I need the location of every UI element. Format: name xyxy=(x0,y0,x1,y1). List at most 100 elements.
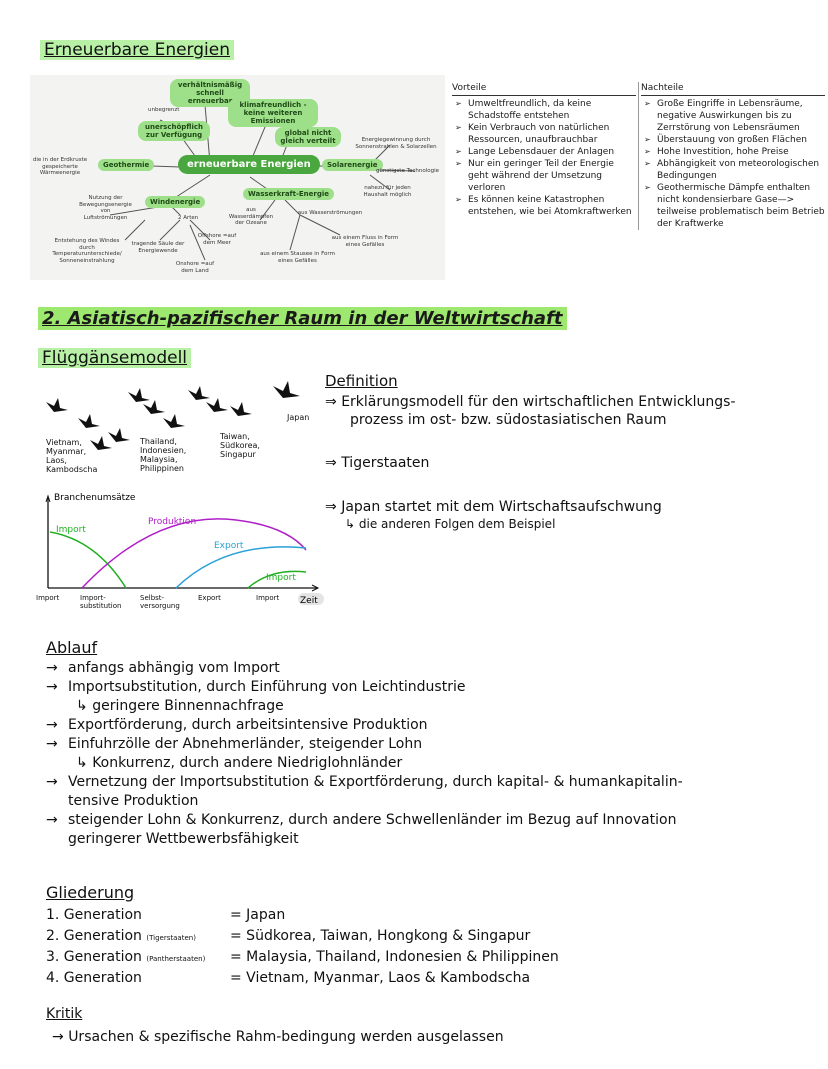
ablauf-heading: Ablauf xyxy=(46,638,98,657)
node-wasser: Wasserkraft-Energie xyxy=(243,188,334,200)
con-item: Geothermische Dämpfe enthalten nicht kon… xyxy=(644,182,825,230)
node-unerschoepflich: unerschöpflich zur Verfügung xyxy=(138,121,210,141)
arrow-icon: → xyxy=(46,812,58,828)
series-line xyxy=(247,570,307,589)
txt-haushalt: nahezu für jeden Haushalt möglich xyxy=(363,185,412,198)
renewable-mindmap: erneuerbare Energien verhältnismäßig sch… xyxy=(30,75,445,280)
tick-label: Selbst-versorgung xyxy=(140,594,180,610)
x-axis-label: Zeit xyxy=(300,596,318,606)
arrow-icon: → xyxy=(46,660,58,676)
return-arrow-icon: ↳ xyxy=(345,517,359,531)
series-label: Import xyxy=(56,525,86,535)
node-klima: klimafreundlich - keine weiteren Emissio… xyxy=(228,99,318,127)
arrow-icon: ⇒ xyxy=(325,394,342,410)
ablauf-line: →Exportförderung, durch arbeitsintensive… xyxy=(46,717,428,733)
gliederung-heading: Gliederung xyxy=(46,883,135,902)
tigerstaaten-line: ⇒ Tigerstaaten xyxy=(325,455,430,471)
japan-line: ⇒ Japan startet mit dem Wirtschaftsaufsc… xyxy=(325,499,662,515)
arrow-icon: → xyxy=(52,1029,69,1045)
pro-item: Nur ein geringer Teil der Energie geht w… xyxy=(455,158,636,194)
txt-saeule: tragende Säule der Energiewende xyxy=(131,241,185,254)
pro-item: Umweltfreundlich, da keine Schadstoffe e… xyxy=(455,98,636,122)
kritik-heading: Kritik xyxy=(46,1006,83,1022)
japan-followers-line: ↳ die anderen Folgen dem Beispiel xyxy=(345,517,556,531)
y-axis-arrow xyxy=(45,494,51,503)
geese-group-1: Japan xyxy=(287,413,310,422)
txt-guenstigste: günstigste Technologie xyxy=(375,168,440,174)
mindmap-center: erneuerbare Energien xyxy=(178,155,320,174)
con-item: Große Eingriffe in Lebensräume, negative… xyxy=(644,98,825,134)
con-item: Hohe Investition, hohe Preise xyxy=(644,146,825,158)
txt-sonnenstrahlen: Energiegewinnung durch Sonnenstrahlen & … xyxy=(355,137,437,150)
node-global: global nicht gleich verteilt xyxy=(275,127,341,147)
series-label: Produktion xyxy=(148,517,196,527)
ablauf-line: →Einfuhrzölle der Abnehmerländer, steige… xyxy=(46,736,423,752)
generation-row: 1. Generation = Japan xyxy=(46,907,286,923)
node-geothermie: Geothermie xyxy=(98,159,155,171)
generation-row: 2. Generation (Tigerstaaten)= Südkorea, … xyxy=(46,928,531,944)
definition-line-1: ⇒ Erklärungsmodell für den wirtschaftlic… xyxy=(325,394,736,410)
geese-group-2: Taiwan, Südkorea, Singapur xyxy=(220,432,260,459)
arrow-icon: → xyxy=(46,679,58,695)
txt-onshore: Onshore =auf dem Land xyxy=(175,261,215,274)
txt-stausee: aus einem Stausee in Form eines Gefälles xyxy=(260,251,335,264)
tick-label: Import-substitution xyxy=(80,594,121,610)
con-item: Überstauung von großen Flächen xyxy=(644,134,825,146)
arrow-icon: → xyxy=(46,717,58,733)
series-label: Export xyxy=(214,541,244,551)
ablauf-list: →anfangs abhängig vom Import →Importsubs… xyxy=(46,659,683,849)
renewable-title: Erneuerbare Energien xyxy=(40,40,234,60)
arrow-icon: ⇒ xyxy=(325,499,342,515)
asia-section-title: 2. Asiatisch-pazifischer Raum in der Wel… xyxy=(38,307,567,330)
tick-label: Import xyxy=(36,594,59,602)
txt-wasserdaempfe: aus Wasserdämpfen der Ozeane xyxy=(228,207,274,226)
node-wind: Windenergie xyxy=(145,196,206,208)
ablauf-line: →steigender Lohn & Konkurrenz, durch and… xyxy=(46,812,677,828)
flug-title: Flüggänsemodell xyxy=(38,348,192,368)
tick-label: Import xyxy=(256,594,279,602)
pro-item: Lange Lebensdauer der Anlagen xyxy=(455,146,636,158)
generation-row: 4. Generation = Vietnam, Myanmar, Laos &… xyxy=(46,970,531,986)
node-solar: Solarenergie xyxy=(322,159,383,171)
cons-column: Nachteile Große Eingriffe in Lebensräume… xyxy=(638,82,825,230)
arrow-icon: ⇒ xyxy=(325,455,342,471)
series-label: Import xyxy=(266,573,296,583)
txt-zwei-arten: 2 Arten xyxy=(178,215,199,221)
pro-item: Es können keine Katastrophen entstehen, … xyxy=(455,194,636,218)
gliederung-list: 1. Generation = Japan 2. Generation (Tig… xyxy=(46,906,559,990)
txt-erdkruste: die in der Erdkruste gespeicherte Wärmee… xyxy=(32,157,88,176)
ablauf-line: geringerer Wettbewerbsfähigkeit xyxy=(68,831,299,847)
ablauf-line: ↳ geringere Binnennachfrage xyxy=(76,698,284,714)
txt-entstehung: Entstehung des Windes durch Temperaturun… xyxy=(52,238,122,264)
ablauf-line: ↳ Konkurrenz, durch andere Niedriglohnlä… xyxy=(76,755,403,771)
txt-offshore: Offshore =auf dem Meer xyxy=(197,233,237,246)
ablauf-line: →anfangs abhängig vom Import xyxy=(46,660,280,676)
ablauf-line: tensive Produktion xyxy=(68,793,199,809)
pros-header: Vorteile xyxy=(452,82,636,96)
definition-line-2: prozess im ost- bzw. südostasiatischen R… xyxy=(350,412,667,428)
definition-heading: Definition xyxy=(325,372,398,390)
series-line xyxy=(81,518,307,589)
series-line xyxy=(175,546,307,589)
cons-header: Nachteile xyxy=(641,82,825,96)
txt-fluss: aus einem Fluss in Form eines Gefälles xyxy=(331,235,399,248)
ablauf-line: →Vernetzung der Importsubstitution & Exp… xyxy=(46,774,683,790)
kritik-line: → Ursachen & spezifische Rahm-bedingung … xyxy=(52,1029,504,1045)
pro-item: Kein Verbrauch von natürlichen Ressource… xyxy=(455,122,636,146)
geese-group-3: Thailand, Indonesien, Malaysia, Philippi… xyxy=(140,437,187,473)
series-line xyxy=(49,531,127,589)
geese-illustration xyxy=(46,381,300,450)
return-arrow-icon: ↳ xyxy=(76,698,93,714)
return-arrow-icon: ↳ xyxy=(76,755,93,771)
ablauf-line: →Importsubstitution, durch Einführung vo… xyxy=(46,679,466,695)
arrow-icon: → xyxy=(46,736,58,752)
y-axis-label: Branchenumsätze xyxy=(54,493,136,503)
txt-wasserstroemungen: aus Wasserströmungen xyxy=(297,210,363,216)
x-axis-label-bg xyxy=(298,593,324,605)
txt-unbegrenzt: unbegrenzt xyxy=(148,107,180,113)
pros-column: Vorteile Umweltfreundlich, da keine Scha… xyxy=(452,82,636,218)
arrow-icon: → xyxy=(46,774,58,790)
txt-bewegung: Nutzung der Bewegungsenergie von Luftstr… xyxy=(79,195,132,221)
generation-row: 3. Generation (Pantherstaaten)= Malaysia… xyxy=(46,949,559,965)
x-axis-arrow xyxy=(311,584,320,592)
